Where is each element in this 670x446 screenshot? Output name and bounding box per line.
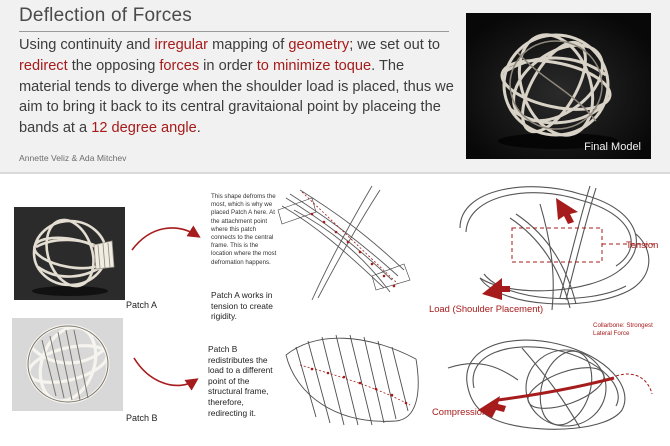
patch-b-sketch	[285, 334, 419, 426]
patch-b-label: Patch B	[126, 413, 158, 423]
highlight-redirect: redirect	[19, 57, 68, 74]
highlight-irregular: irregular	[154, 37, 209, 53]
patch-b-image	[12, 318, 123, 411]
highlight-forces: forces	[159, 57, 200, 74]
patch-a-photo	[14, 207, 125, 300]
highlight-geometry: geometry	[288, 37, 350, 53]
tension-label: Tension	[626, 239, 659, 250]
final-model-caption: Final Model	[584, 141, 641, 153]
patch-a-note: This shape defroms the most, which is wh…	[211, 193, 277, 266]
final-model-photo: Final Model	[466, 13, 651, 159]
patch-b-note: Patch B redistributes the load to a diff…	[208, 344, 273, 418]
header-divider	[0, 172, 670, 174]
page-title: Deflection of Forces	[19, 5, 192, 26]
compression-label: Compression	[432, 406, 488, 417]
description-text: Using continuity and irregular mapping o…	[19, 37, 454, 137]
collarbone-label: Collarbone: Strongest Lateral Force	[593, 322, 653, 337]
arrow-to-patch-a-note	[131, 225, 201, 251]
authors-credit: Annette Veliz & Ada Mitchev	[19, 153, 127, 163]
load-label: Load (Shoulder Placement)	[429, 303, 544, 314]
highlight-angle: 12 degree angle	[91, 120, 197, 137]
patch-a-image	[14, 207, 125, 300]
compression-diagram	[447, 339, 653, 430]
patch-b-photo	[12, 318, 123, 411]
patch-a-summary: Patch A works in tension to create rigid…	[211, 290, 273, 322]
final-model-image	[466, 13, 651, 159]
patch-a-sketch	[277, 185, 411, 301]
patch-a-label: Patch A	[126, 300, 158, 310]
title-underline	[19, 31, 449, 32]
tension-diagram	[459, 185, 654, 311]
highlight-minimize-toque: to minimize toque	[256, 57, 372, 74]
arrow-to-patch-b-note	[133, 357, 199, 391]
